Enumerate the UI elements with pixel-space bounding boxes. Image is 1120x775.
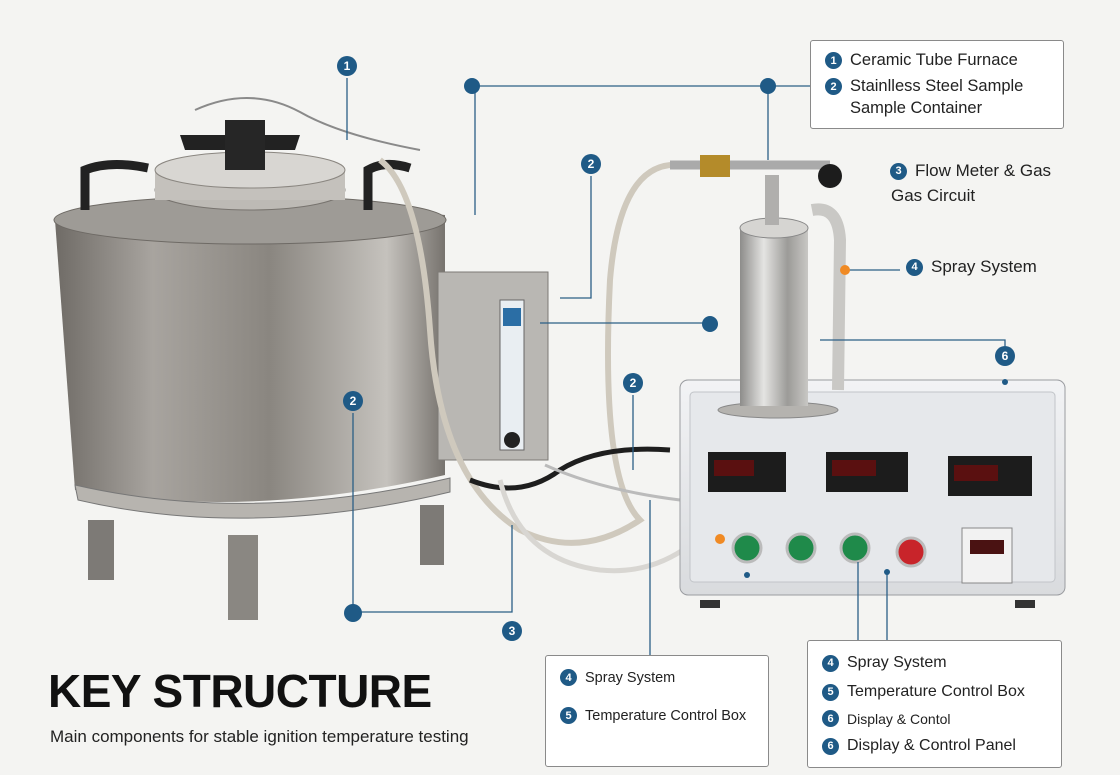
label-text: Gas Circuit — [891, 186, 976, 205]
legend-label: Spray System — [585, 669, 676, 686]
label-number-badge: 4 — [906, 258, 923, 276]
legend-label: Display & Contol — [847, 710, 951, 727]
label-text: Spray System — [931, 257, 1037, 276]
legend-box-top-right: 1 Ceramic Tube Furnace 2 Stainlless Stee… — [810, 40, 1064, 129]
legend-label: Ceramic Tube Furnace — [850, 51, 1018, 69]
legend-label: Temperature Control Box — [585, 707, 747, 724]
flow-meter-panel — [437, 271, 549, 461]
legend-label: Temperature Control Box — [847, 683, 1025, 700]
label-number-badge: 3 — [890, 162, 907, 180]
page-subtitle: Main components for stable ignition temp… — [50, 727, 469, 746]
legend-number-badge: 5 — [822, 683, 839, 701]
legend-item-sample-container: Sample Container — [850, 99, 982, 118]
label-flow-meter: 3 Flow Meter & Gas — [890, 161, 1051, 181]
label-text: Flow Meter & Gas — [915, 161, 1052, 180]
legend-number-badge: 5 — [560, 707, 577, 724]
marker-badge-2-tube: 2 — [581, 154, 601, 174]
page-title: KEY STRUCTURE — [48, 665, 432, 717]
legend-item-stainless-steel-sample: 2 Stainlless Steel Sample — [825, 77, 1023, 96]
marker-badge-6: 6 — [995, 346, 1015, 366]
legend-item-spray-system: 4 Spray System — [822, 654, 947, 672]
marker-badge-3: 3 — [502, 621, 522, 641]
legend-number-badge: 6 — [822, 710, 839, 727]
legend-item-ceramic-tube-furnace: 1 Ceramic Tube Furnace — [825, 51, 1018, 70]
tubing — [378, 157, 692, 574]
legend-item-spray-system: 4 Spray System — [560, 669, 675, 686]
legend-label: Display & Control Panel — [847, 737, 1016, 754]
legend-item-temperature-control-box: 5 Temperature Control Box — [822, 683, 1025, 701]
legend-item-display-contol: 6 Display & Contol — [822, 710, 951, 727]
furnace-body — [53, 97, 483, 519]
marker-badge-1: 1 — [337, 56, 357, 76]
label-spray-system: 4 Spray System — [906, 257, 1037, 277]
leader-dots — [344, 78, 1008, 622]
legend-label: Spray System — [847, 654, 947, 671]
legend-number-badge: 1 — [825, 52, 842, 69]
legend-box-bottom-right: 4 Spray System 5 Temperature Control Box… — [807, 640, 1062, 768]
legend-number-badge: 2 — [825, 78, 842, 95]
leader-lines — [346, 78, 1006, 655]
legend-item-temperature-control-box: 5 Temperature Control Box — [560, 707, 746, 724]
legend-item-display-control-panel: 6 Display & Control Panel — [822, 737, 1016, 755]
label-gas-circuit: Gas Circuit — [891, 186, 975, 206]
legend-number-badge: 6 — [822, 737, 839, 755]
legend-box-bottom-middle: 4 Spray System 5 Temperature Control Box — [545, 655, 769, 767]
legend-label: Sample Container — [850, 99, 983, 117]
control-box — [679, 379, 1066, 608]
spray-cylinder — [670, 155, 847, 419]
legend-number-badge: 4 — [822, 654, 839, 672]
marker-badge-2-furnace: 2 — [343, 391, 363, 411]
furnace-legs — [88, 505, 444, 620]
legend-label: Stainlless Steel Sample — [850, 77, 1024, 95]
legend-number-badge: 4 — [560, 669, 577, 686]
marker-badge-2-hose: 2 — [623, 373, 643, 393]
